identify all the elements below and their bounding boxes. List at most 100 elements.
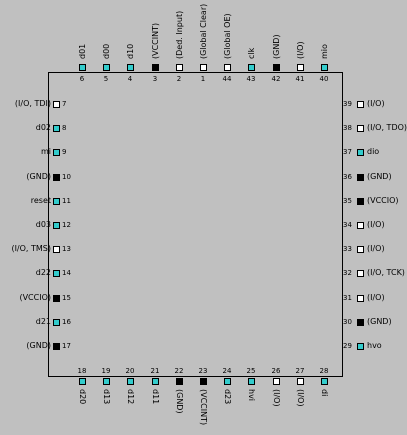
pin-36-marker[interactable] [357,174,364,181]
pin-35-label: (VCCIO) [367,196,399,205]
pin-11-marker[interactable] [53,198,60,205]
pin-7-marker[interactable] [53,101,60,108]
pin-33-number: 33 [343,245,352,253]
pin-12-marker[interactable] [53,222,60,229]
pin-18-number: 18 [77,367,87,375]
pin-42-marker[interactable] [273,64,280,71]
pin-25-number: 25 [246,367,256,375]
pin-42-number: 42 [271,75,281,83]
pin-43-number: 43 [246,75,256,83]
pin-16-marker[interactable] [53,319,60,326]
pin-38-marker[interactable] [357,125,364,132]
pin-44-marker[interactable] [224,64,231,71]
pin-29-label: hvo [367,341,382,350]
pin-4-label: d10 [126,43,135,59]
pin-1-label: (Global Clear) [199,3,208,59]
pin-15-number: 15 [62,294,71,302]
pin-18-marker[interactable] [79,378,86,385]
pin-39-marker[interactable] [357,101,364,108]
pin-29-marker[interactable] [357,343,364,350]
pin-9-label: mi [40,147,51,156]
pin-2-label: (Ded. Input) [175,10,184,59]
pin-13-marker[interactable] [53,246,60,253]
pin-41-marker[interactable] [297,64,304,71]
pin-21-label: d11 [151,389,160,405]
pin-24-label: d23 [223,389,232,405]
pin-2-marker[interactable] [176,64,183,71]
pin-30-label: (GND) [367,317,392,326]
pin-15-marker[interactable] [53,295,60,302]
pin-28-number: 28 [319,367,329,375]
pin-24-marker[interactable] [224,378,231,385]
pin-25-marker[interactable] [248,378,255,385]
pin-32-marker[interactable] [357,270,364,277]
pin-9-marker[interactable] [53,149,60,156]
pin-37-marker[interactable] [357,149,364,156]
pin-31-label: (I/O) [367,293,385,302]
pin-26-label: (I/O) [272,389,281,407]
pin-23-marker[interactable] [200,378,207,385]
pin-30-marker[interactable] [357,319,364,326]
pin-26-number: 26 [271,367,281,375]
chip-package-outline [48,72,343,377]
pin-20-number: 20 [125,367,135,375]
pin-15-label: (VCCIO) [19,293,51,302]
pin-6-label: d01 [78,43,87,59]
pin-23-number: 23 [198,367,208,375]
pin-36-label: (GND) [367,172,392,181]
pin-21-marker[interactable] [152,378,159,385]
pin-29-number: 29 [343,342,352,350]
pin-30-number: 30 [343,318,352,326]
pin-16-label: d21 [35,317,51,326]
pin-13-label: (I/O, TMS) [11,244,51,253]
pin-1-marker[interactable] [200,64,207,71]
pin-17-number: 17 [62,342,71,350]
pin-26-marker[interactable] [273,378,280,385]
pin-20-marker[interactable] [127,378,134,385]
pin-3-marker[interactable] [152,64,159,71]
pin-39-number: 39 [343,100,352,108]
pin-12-number: 12 [62,221,71,229]
pin-43-label: clk [247,47,256,59]
pin-40-marker[interactable] [321,64,328,71]
pin-14-marker[interactable] [53,270,60,277]
pin-17-marker[interactable] [53,343,60,350]
pin-31-marker[interactable] [357,295,364,302]
pin-5-marker[interactable] [103,64,110,71]
pin-35-marker[interactable] [357,198,364,205]
pin-17-label: (GND) [26,341,51,350]
pin-8-marker[interactable] [53,125,60,132]
pin-13-number: 13 [62,245,71,253]
pin-43-marker[interactable] [248,64,255,71]
pin-40-label: mio [320,44,329,59]
pin-1-number: 1 [200,75,206,83]
pin-18-label: d20 [78,389,87,405]
pin-10-marker[interactable] [53,174,60,181]
pin-6-marker[interactable] [79,64,86,71]
pin-11-number: 11 [62,197,71,205]
pin-22-marker[interactable] [176,378,183,385]
pin-25-label: hvi [247,389,256,402]
pin-7-number: 7 [62,100,67,108]
pin-44-number: 44 [222,75,232,83]
pin-4-marker[interactable] [127,64,134,71]
pin-27-marker[interactable] [297,378,304,385]
pin-19-marker[interactable] [103,378,110,385]
pin-8-label: d02 [35,123,51,132]
pin-37-label: dio [367,147,380,156]
pin-34-label: (I/O) [367,220,385,229]
pin-33-marker[interactable] [357,246,364,253]
pin-39-label: (I/O) [367,99,385,108]
pin-23-label: (VCCINT) [199,389,208,426]
pin-37-number: 37 [343,148,352,156]
pin-9-number: 9 [62,148,67,156]
pin-19-number: 19 [101,367,111,375]
pin-40-number: 40 [319,75,329,83]
pin-34-number: 34 [343,221,352,229]
pin-27-number: 27 [295,367,305,375]
pin-31-number: 31 [343,294,352,302]
pin-16-number: 16 [62,318,71,326]
pin-34-marker[interactable] [357,222,364,229]
pin-28-marker[interactable] [321,378,328,385]
pin-32-label: (I/O, TCK) [367,268,405,277]
